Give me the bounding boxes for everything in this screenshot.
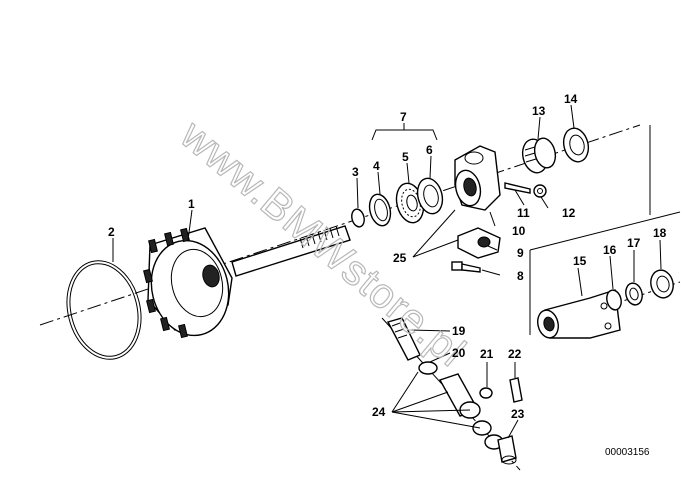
- needle-bearing-part: [521, 137, 557, 174]
- output-flange-part: [537, 289, 621, 339]
- callout-3: 3: [352, 165, 359, 179]
- callout-6: 6: [426, 143, 433, 157]
- callout-25: 25: [393, 251, 407, 265]
- callout-4: 4: [373, 159, 380, 173]
- callout-24: 24: [372, 405, 386, 419]
- seal-ring-part: [368, 193, 392, 227]
- callout-18: 18: [653, 226, 667, 240]
- oil-seal-part: [650, 269, 674, 299]
- callout-14: 14: [564, 92, 578, 106]
- callout-7: 7: [400, 110, 407, 124]
- callout-20: 20: [452, 346, 466, 360]
- sleeve-part: [497, 435, 517, 465]
- diagram-reference-number: 00003156: [605, 447, 650, 458]
- small-washer-part: [479, 387, 493, 399]
- callout-15: 15: [573, 254, 587, 268]
- callout-17: 17: [627, 236, 641, 250]
- snap-ring-part: [66, 260, 142, 360]
- clutch-drum-part: [143, 225, 351, 339]
- callout-10: 10: [512, 224, 526, 238]
- callout-19: 19: [452, 324, 466, 338]
- o-ring-small-part: [351, 208, 365, 228]
- callout-13: 13: [532, 104, 546, 118]
- screw-part: [504, 182, 531, 194]
- callout-1: 1: [188, 197, 195, 211]
- drive-bolt-part: [509, 377, 523, 403]
- callout-9: 9: [517, 246, 524, 260]
- nut-part: [533, 184, 547, 198]
- callout-23: 23: [511, 407, 525, 421]
- callout-5: 5: [402, 150, 409, 164]
- bolt-part: [451, 261, 481, 273]
- housing-part: [454, 145, 501, 211]
- callout-2: 2: [108, 225, 115, 239]
- callout-22: 22: [508, 347, 522, 361]
- callout-8: 8: [517, 269, 524, 283]
- o-ring-drive-part: [418, 361, 438, 375]
- o-ring-part: [606, 289, 622, 311]
- bracket-plate-part: [457, 227, 501, 259]
- drive-gear-part: [386, 317, 421, 361]
- callout-16: 16: [603, 243, 617, 257]
- group-bracket-top: [529, 211, 681, 251]
- callout-12: 12: [562, 206, 576, 220]
- callout-21: 21: [480, 347, 494, 361]
- leader-lines: [112, 104, 662, 439]
- bushing-assembly-part: [438, 373, 504, 450]
- bearing-ring-part: [416, 177, 444, 215]
- bearing-cup-part: [562, 127, 590, 163]
- callout-11: 11: [517, 206, 530, 220]
- washer-part: [625, 282, 643, 306]
